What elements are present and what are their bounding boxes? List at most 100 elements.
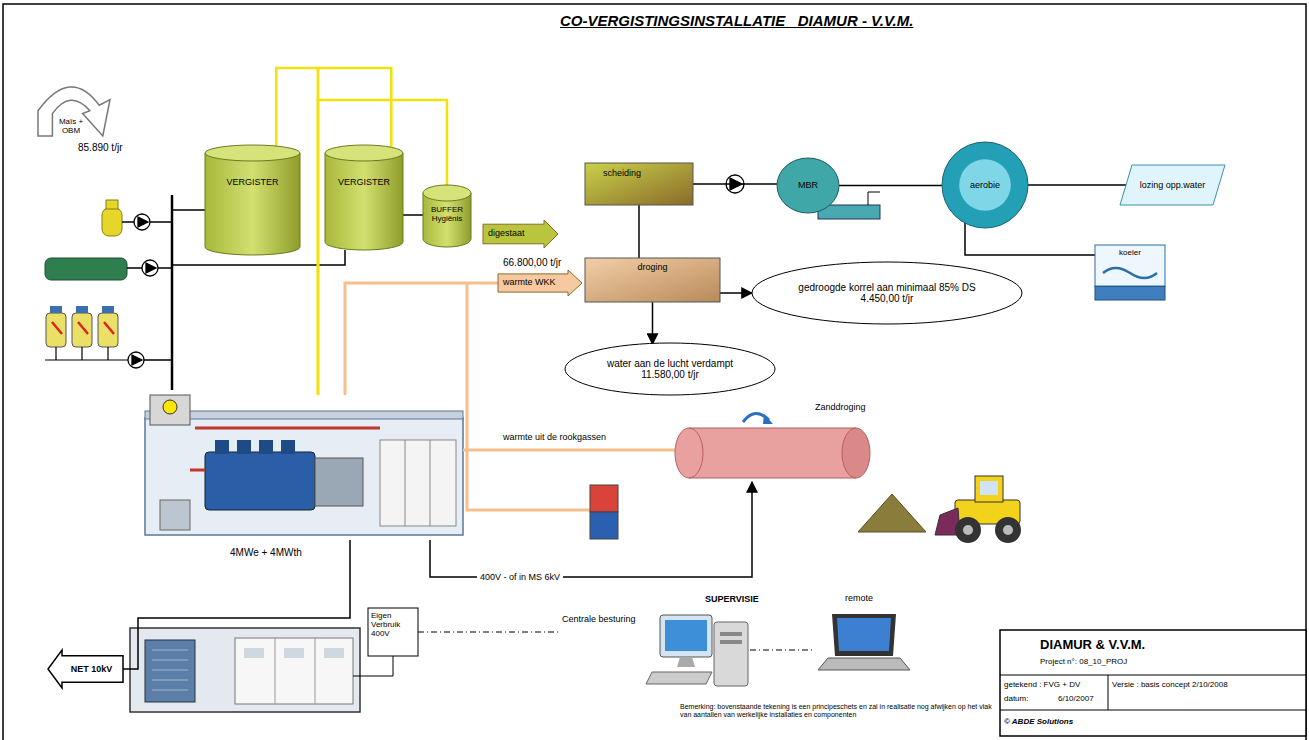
node-label: 4.450,00 t/jr [861,293,914,305]
aerobic-tank: aerobie [942,142,1028,228]
feed-tanks [45,306,128,360]
wkk-engine [281,440,295,454]
heat-exchanger [590,485,618,512]
node-label: Eigen Verbruik 400V [371,611,415,639]
switchgear [275,638,315,704]
connector [345,283,498,395]
chp-unit-outline [145,395,463,540]
node-label: Zanddroging [815,402,866,412]
wheel-loader [1003,525,1013,535]
wkk-engine [215,440,229,454]
connector [839,185,942,187]
computer-icon [677,657,695,667]
wheel-loader [980,481,998,495]
connector-label: 400V - of in MS 6kV [477,572,563,582]
node-label: warmte WKK [503,277,556,287]
feed-bottle [106,200,118,209]
node-label: aerobie [970,180,1000,190]
output-ellipse: gedroogde korrel aan minimaal 85% DS4.45… [752,262,1022,324]
feed-tanks [76,306,88,313]
node-label: koeler [1095,248,1165,257]
node-label: MBR [798,180,818,190]
wheel-loader [975,476,1003,502]
wkk-engine [160,500,190,530]
connector [652,302,654,344]
node-label: gedroogde korrel aan minimaal 85% DS [798,282,975,294]
feed-tanks [50,306,62,313]
connector [638,205,640,258]
switchgear [244,648,264,658]
digester-tank-outline [325,145,403,250]
connector [318,100,447,395]
connector [430,482,752,577]
node-label: NET 10kV [71,664,113,674]
node-label: © ABDE Solutions [1004,717,1073,726]
digester-tank: VERGISTER [205,145,300,255]
laptop-icon [832,614,896,656]
input-arrow: Maïs + OBM85.890 t/jr [38,80,110,136]
heat-exchanger [590,512,618,539]
connector-label: warmte uit de rookgassen [500,432,609,442]
node-label: VERGISTER [205,177,300,187]
wheel-loader [995,517,1021,543]
switchgear [324,648,344,658]
grid-arrow: NET 10kV [48,650,123,688]
laptop-icon [837,618,891,651]
connector [463,449,677,452]
node-label: 4MWe + 4MWth [230,547,302,559]
chp-unit: 4MWe + 4MWth [145,395,463,540]
node-label: getekend : FVG + DV [1004,680,1080,689]
laptop-icon [818,658,910,670]
connector [750,650,815,651]
feed-tanks [98,313,118,347]
connector [693,183,777,185]
heat-arrow: warmte WKK [498,270,582,296]
diagram-title: CO-VERGISTINGSINSTALLATIE DIAMUR - V.V.M… [560,12,913,29]
node-label: Centrale besturing [562,614,636,624]
node-label: water aan de lucht verdampt [607,358,733,370]
remote-laptop-outline [815,593,915,673]
switchgear [353,656,393,676]
computer-icon [646,672,712,684]
node-label: datum: [1004,694,1028,703]
control-computer: SUPERVISIECentrale besturing [560,590,750,690]
node-label: remote [845,593,873,603]
wkk-engine [150,395,190,425]
connector [418,632,560,633]
node-label: digestaat [488,228,525,238]
sand-dryer: Zanddroging [675,400,870,482]
connector [1028,184,1126,186]
connector [720,292,752,294]
cooler: koeler [1095,245,1165,300]
node-label: scheiding [603,168,641,178]
sand-pile [858,494,926,532]
process-box: droging [585,258,720,302]
feed-bottle [102,200,122,236]
wkk-engine [380,440,456,526]
flow-arrow: digestaat66.800,00 t/jr [483,220,558,248]
node-label: Versie : basis concept 2/10/2008 [1112,680,1228,689]
node-label: 11.580,00 t/jr [641,369,699,381]
computer-icon [720,640,742,644]
feed-tanks [72,313,92,347]
process-box: scheiding [585,163,693,205]
consumption-box: Eigen Verbruik 400V [368,608,418,656]
computer-icon [660,615,712,657]
node-label: droging [585,262,720,272]
feed-tanks [45,347,128,360]
output-ellipse: water aan de lucht verdampt11.580,00 t/j… [565,343,775,395]
discharge-box: lozing opp.water [1120,165,1225,205]
wheel-loader [963,525,973,535]
switchgear [284,648,304,658]
node-label: Maïs + OBM [56,117,86,135]
switchgear [130,628,360,712]
node-label: Project n°: 08_10_PROJ [1040,657,1127,666]
node-label: BUFFER Hygiënis [423,205,471,223]
node-label: lozing opp.water [1140,180,1206,190]
feed-silo [45,258,127,280]
computer-icon [665,620,707,651]
wkk-engine [237,440,251,454]
page-frame [3,4,1306,740]
wkk-engine [145,411,463,419]
wkk-engine [190,428,380,470]
